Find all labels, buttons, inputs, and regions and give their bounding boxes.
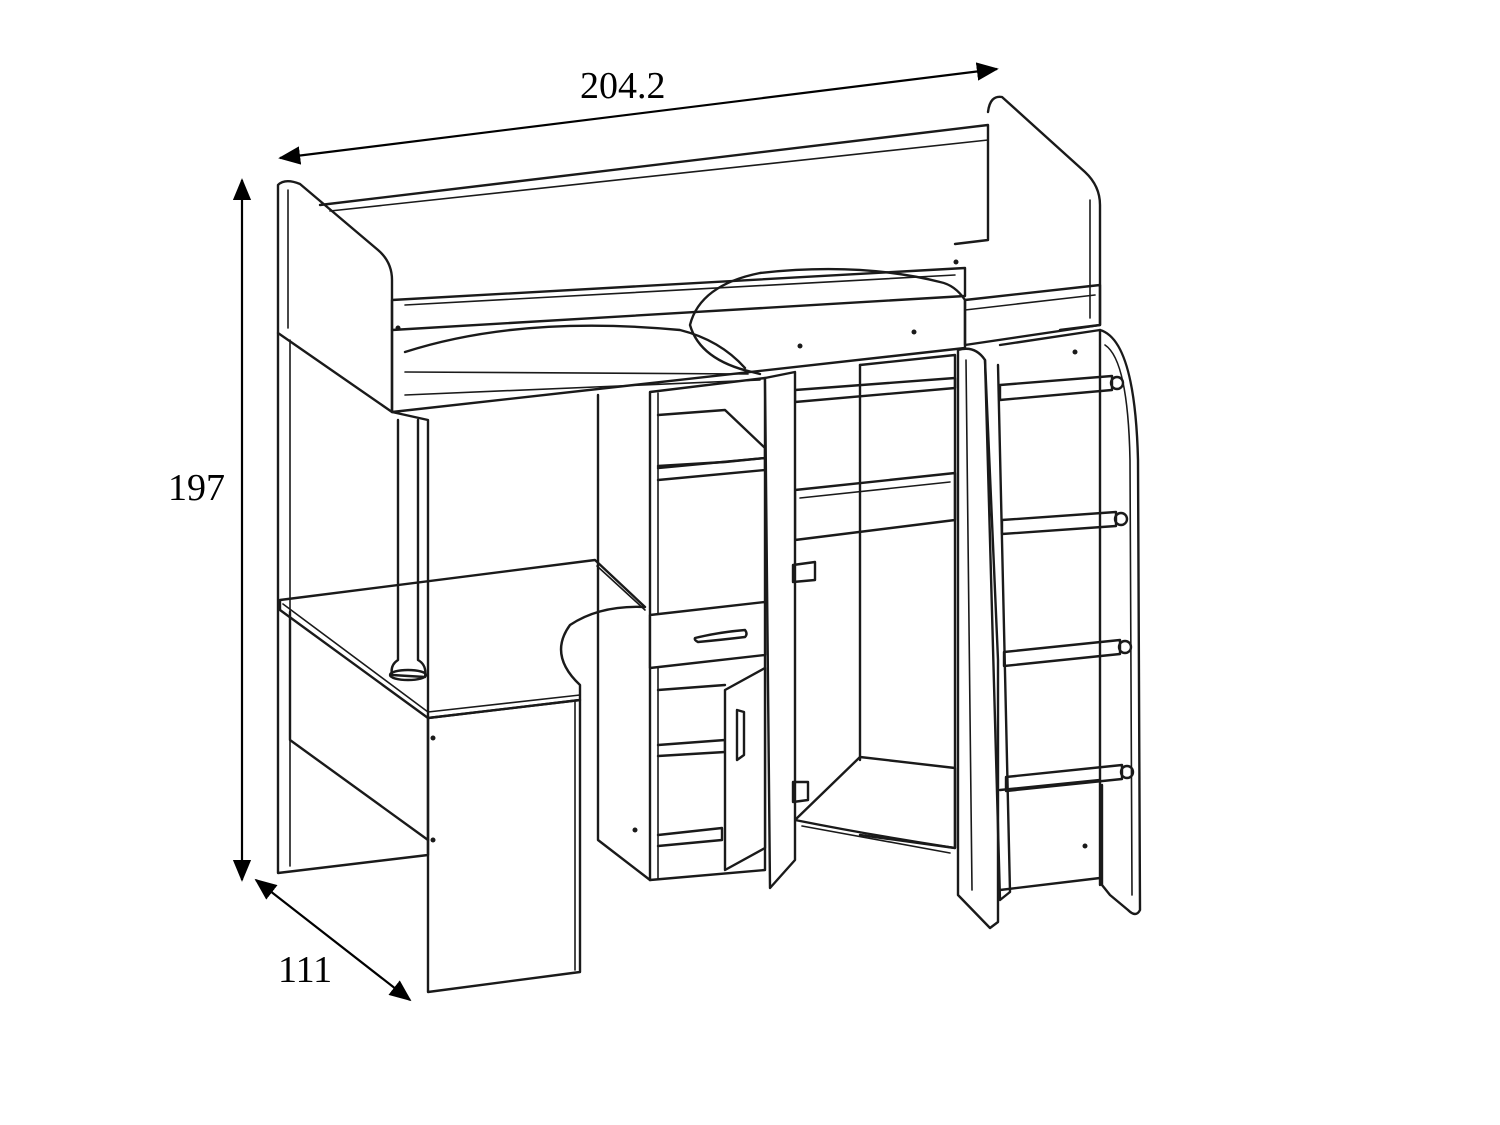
ladder-rung-3 — [1002, 638, 1122, 668]
support-post — [390, 418, 427, 679]
height-label: 197 — [168, 467, 225, 509]
wardrobe-back — [858, 353, 957, 850]
ladder-rung-2 — [1000, 510, 1118, 536]
left-side-structure — [276, 331, 430, 875]
depth-dimension: 111 — [254, 878, 412, 1002]
central-cabinet — [596, 376, 767, 882]
width-dimension: 204.2 — [278, 62, 999, 165]
width-label: 204.2 — [580, 65, 666, 107]
left-side-panel — [276, 331, 430, 875]
cabinet-body — [648, 376, 767, 882]
height-dimension: 197 — [168, 178, 252, 882]
wardrobe-floor — [793, 755, 957, 850]
upper-hinge — [791, 560, 817, 584]
wardrobe-left-door — [763, 370, 797, 890]
ladder-left-stile — [983, 358, 1012, 902]
ladder-rung-4 — [1004, 763, 1124, 793]
rail-cutout — [403, 324, 747, 370]
shelf-top — [656, 408, 767, 468]
back-rail — [318, 123, 990, 246]
drawer-handle — [693, 628, 748, 644]
lower-door-handle — [735, 708, 746, 762]
ladder — [983, 328, 1142, 916]
mattress-platform — [390, 266, 967, 332]
bed-frame — [276, 95, 1102, 414]
ladder-rung-1 — [998, 374, 1114, 402]
front-rail — [390, 267, 967, 414]
desk-top — [278, 558, 647, 720]
cabinet-left-panel — [596, 393, 652, 882]
wardrobe — [763, 347, 1000, 930]
ladder-right-stile — [1098, 328, 1142, 916]
right-headboard — [986, 95, 1102, 332]
shelf-mid — [656, 456, 767, 482]
hanging-rail — [793, 376, 957, 404]
desk-pedestal — [426, 698, 582, 994]
depth-label: 111 — [278, 949, 332, 991]
desk — [278, 558, 647, 994]
lower-hinge — [791, 780, 810, 804]
wardrobe-shelf — [793, 471, 957, 542]
left-headboard — [276, 180, 394, 414]
lower-cabinet-door — [723, 666, 767, 872]
